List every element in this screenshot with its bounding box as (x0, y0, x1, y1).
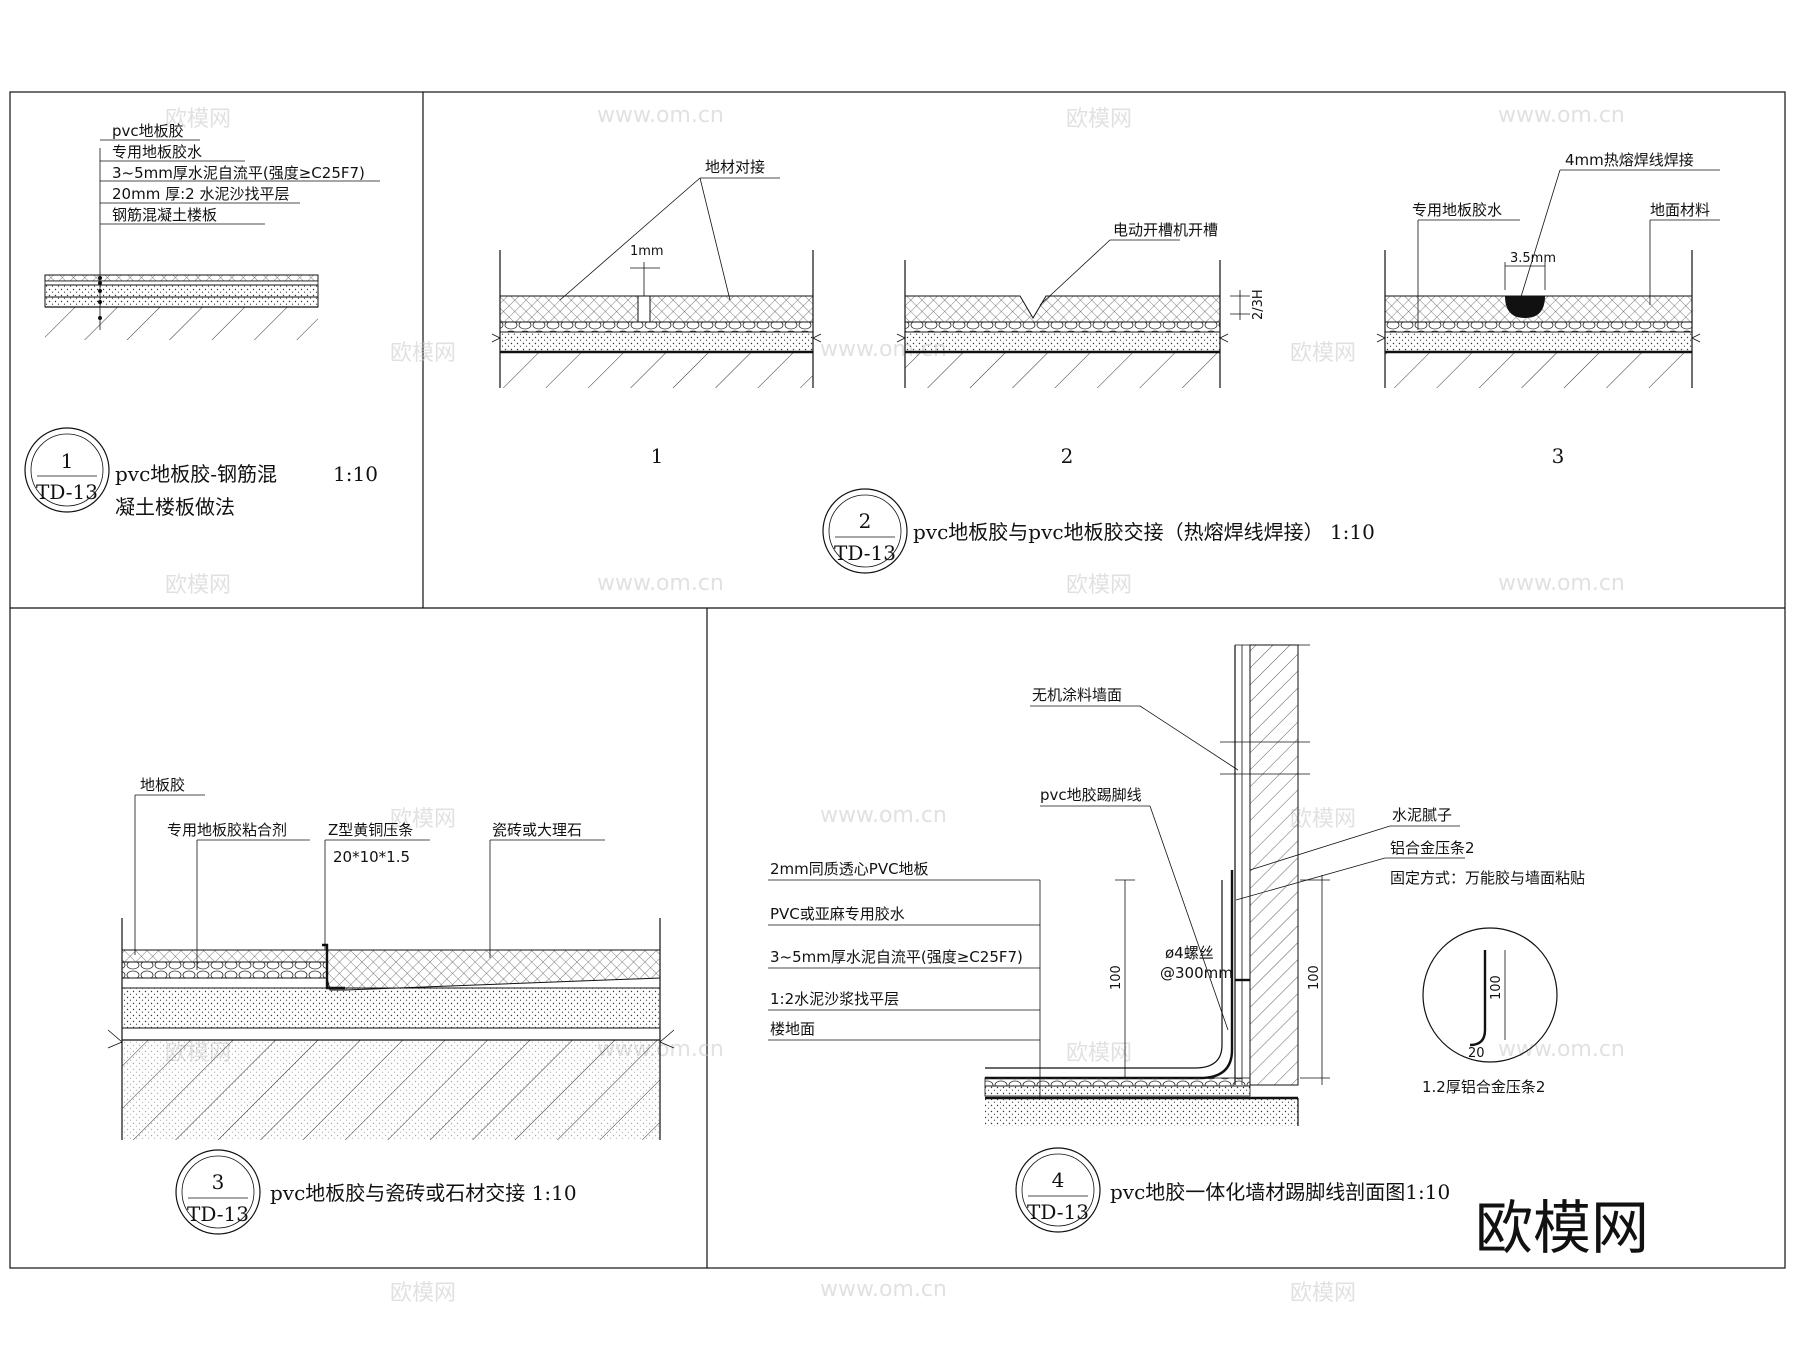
panel-1-title: pvc地板胶-钢筋混 (115, 462, 277, 486)
svg-text:TD-13: TD-13 (187, 1202, 249, 1226)
tile-label: 瓷砖或大理石 (492, 821, 582, 839)
screw-label: ø4螺丝 (1165, 944, 1214, 962)
svg-text:欧模网: 欧模网 (165, 107, 231, 132)
layer-label: 专用地板胶水 (112, 143, 202, 161)
layer-label: 钢筋混凝土楼板 (112, 206, 217, 224)
floor-layer-label: PVC或亚麻专用胶水 (770, 905, 905, 923)
svg-text:TD-13: TD-13 (36, 480, 98, 504)
svg-text:www.om.cn: www.om.cn (1498, 103, 1625, 128)
joint-label: 地材对接 (705, 158, 765, 176)
svg-text:TD-13: TD-13 (834, 541, 896, 565)
panel-3-reference-bubble: 3 TD-13 (175, 1149, 261, 1235)
floor-layer-label: 1:2水泥沙浆找平层 (770, 990, 899, 1008)
strip-label: Z型黄铜压条 (328, 821, 413, 839)
svg-text:欧模网: 欧模网 (390, 341, 456, 366)
panel-4-detail: 100 100 无机涂料墙面 pvc地胶踢脚线 水泥腻子 铝合金压条2 固定方式… (768, 644, 1585, 1126)
svg-text:2: 2 (859, 509, 872, 533)
svg-text:欧模网: 欧模网 (1290, 341, 1356, 366)
floor-layer-label: 2mm同质透心PVC地板 (770, 860, 929, 878)
watermark-logo: 欧模网 (1475, 1194, 1649, 1262)
panel-4-title: pvc地胶一体化墙材踢脚线剖面图1:10 (1110, 1180, 1450, 1204)
weld-label: 4mm热熔焊线焊接 (1565, 151, 1694, 169)
svg-text:1mm: 1mm (630, 244, 664, 259)
floor-label: 地面材料 (1650, 201, 1710, 219)
panel-2-detail-3: 3.5mm 4mm热熔焊线焊接 专用地板胶水 地面材料 (1376, 151, 1720, 388)
svg-text:4: 4 (1052, 1168, 1065, 1192)
sub-label: 1 (651, 444, 664, 468)
svg-text:欧模网: 欧模网 (1066, 1041, 1132, 1066)
panel-2-reference-bubble: 2 TD-13 (822, 488, 908, 574)
svg-text:www.om.cn: www.om.cn (597, 571, 724, 596)
adhesive-label: 专用地板胶粘合剂 (167, 821, 287, 839)
svg-text:100: 100 (1109, 965, 1124, 990)
sheet-border (9, 91, 1786, 1269)
layer-label: 20mm 厚:2 水泥沙找平层 (112, 185, 289, 203)
glue-label: 专用地板胶水 (1412, 201, 1502, 219)
strip-size: 20*10*1.5 (333, 848, 410, 866)
svg-text:www.om.cn: www.om.cn (1498, 1037, 1625, 1062)
spacing-label: @300mm (1160, 964, 1233, 982)
panel-1-detail: pvc地板胶 专用地板胶水 3~5mm厚水泥自流平(强度≥C25F7) 20mm… (44, 122, 380, 340)
svg-text:100: 100 (1489, 975, 1504, 1000)
svg-text:欧模网: 欧模网 (1290, 1281, 1356, 1306)
svg-text:欧模网: 欧模网 (1066, 573, 1132, 598)
layer-label: pvc地板胶 (112, 122, 184, 140)
svg-text:100: 100 (1307, 965, 1322, 990)
fix-method-label: 固定方式：万能胶与墙面粘贴 (1390, 869, 1585, 887)
panel-3-detail: 地板胶 专用地板胶粘合剂 Z型黄铜压条 20*10*1.5 瓷砖或大理石 (107, 776, 675, 1140)
svg-text:www.om.cn: www.om.cn (1498, 571, 1625, 596)
detail-caption: 1.2厚铝合金压条2 (1422, 1078, 1545, 1096)
panel-1-title-line2: 凝土楼板做法 (115, 495, 235, 519)
panel-3-title: pvc地板胶与瓷砖或石材交接 1:10 (270, 1181, 577, 1205)
vinyl-label: 地板胶 (140, 776, 185, 794)
panel-2-detail-1: 1mm 地材对接 (491, 158, 822, 388)
svg-text:3: 3 (212, 1170, 225, 1194)
putty-label: 水泥腻子 (1392, 806, 1452, 824)
svg-text:www.om.cn: www.om.cn (820, 803, 947, 828)
sub-label: 2 (1061, 444, 1074, 468)
svg-text:20: 20 (1468, 1046, 1485, 1061)
skirting-label: pvc地胶踢脚线 (1040, 786, 1142, 804)
svg-text:1: 1 (61, 449, 74, 473)
layer-label: 3~5mm厚水泥自流平(强度≥C25F7) (112, 164, 365, 182)
floor-layer-label: 3~5mm厚水泥自流平(强度≥C25F7) (770, 948, 1023, 966)
alu-strip-label: 铝合金压条2 (1390, 839, 1475, 857)
svg-text:2/3H: 2/3H (1251, 289, 1266, 320)
sub-label: 3 (1552, 444, 1565, 468)
svg-text:www.om.cn: www.om.cn (820, 1277, 947, 1302)
panel-4-reference-bubble: 4 TD-13 (1015, 1147, 1101, 1233)
panel-2-title: pvc地板胶与pvc地板胶交接（热熔焊线焊接） 1:10 (913, 520, 1375, 544)
panel-1-reference-bubble: 1 TD-13 (24, 427, 110, 513)
panel-1-scale: 1:10 (333, 462, 378, 486)
svg-text:TD-13: TD-13 (1027, 1200, 1089, 1224)
wall-label: 无机涂料墙面 (1032, 686, 1122, 704)
svg-text:欧模网: 欧模网 (390, 1281, 456, 1306)
svg-text:欧模网: 欧模网 (390, 807, 456, 832)
panel-2-detail-2: 电动开槽机开槽 2/3H (896, 221, 1266, 388)
svg-text:欧模网: 欧模网 (1290, 807, 1356, 832)
svg-text:www.om.cn: www.om.cn (597, 103, 724, 128)
floor-layer-label: 楼地面 (770, 1020, 815, 1038)
groove-label: 电动开槽机开槽 (1113, 221, 1218, 239)
svg-text:欧模网: 欧模网 (1066, 107, 1132, 132)
svg-text:欧模网: 欧模网 (165, 573, 231, 598)
